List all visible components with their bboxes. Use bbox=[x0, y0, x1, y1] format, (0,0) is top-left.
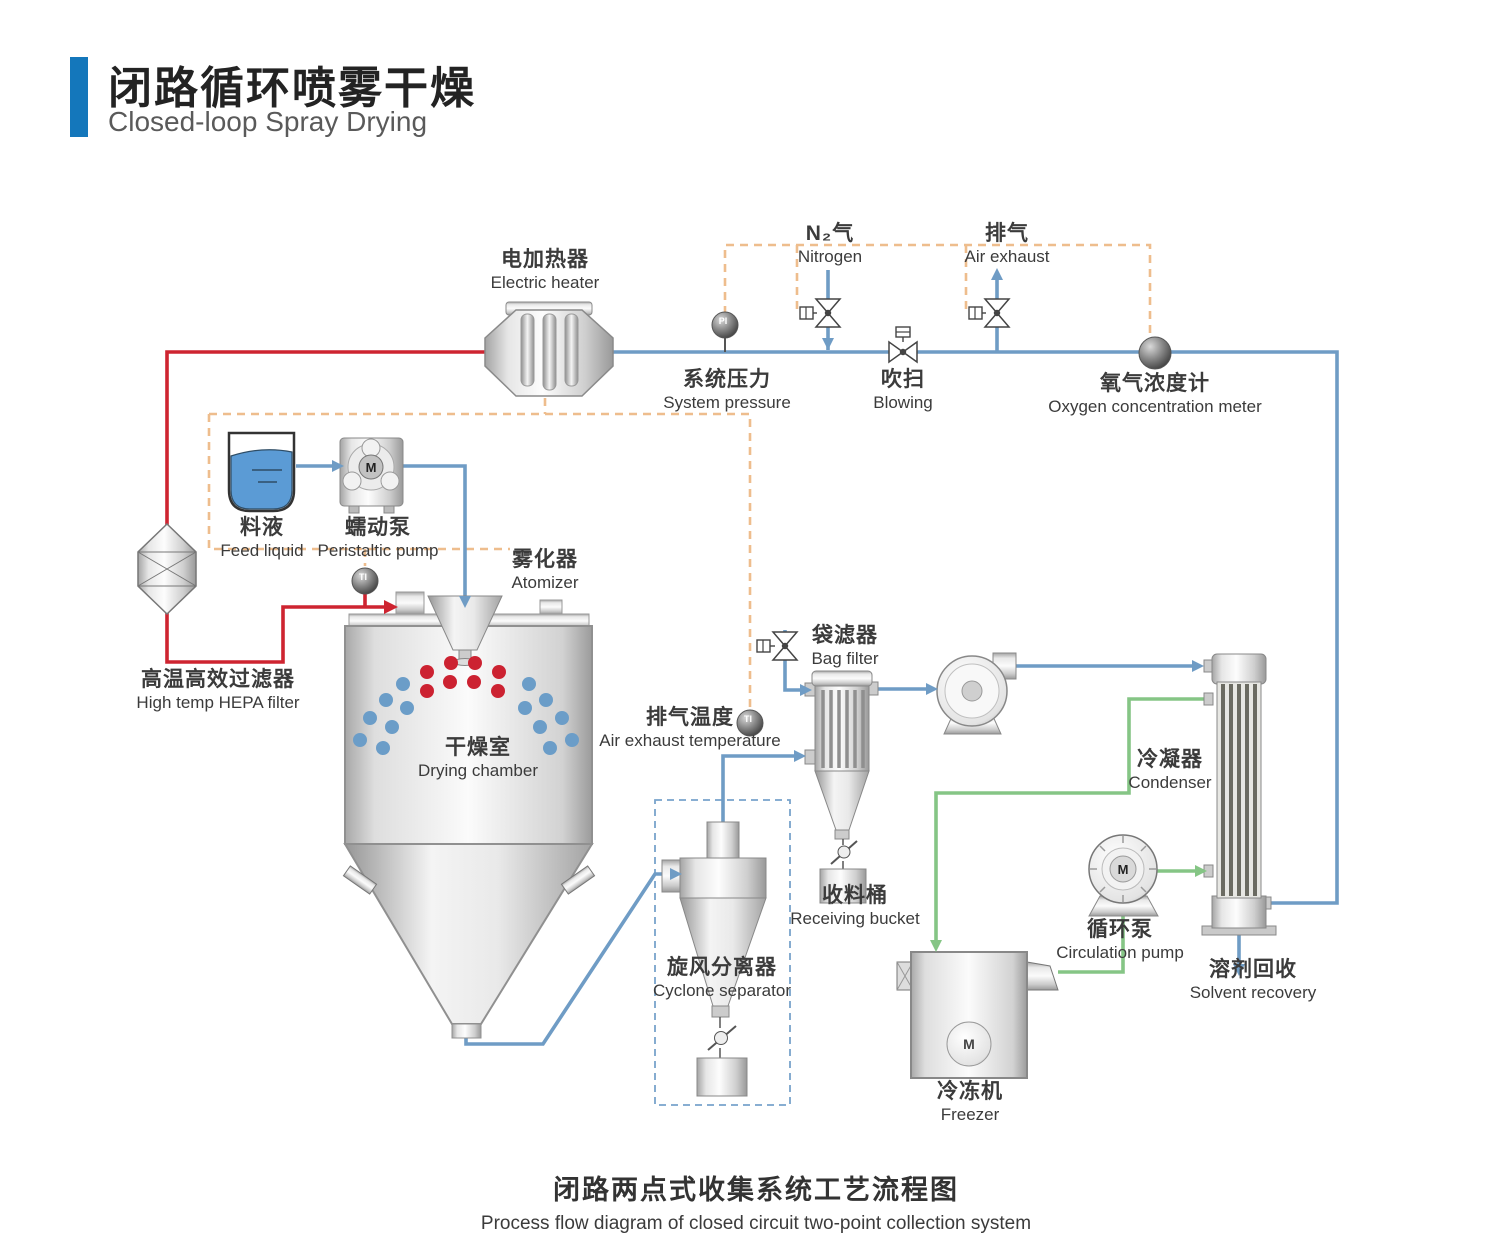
spray-droplets-red bbox=[420, 656, 506, 698]
nitrogen-valve bbox=[799, 298, 842, 328]
label-system-pressure: 系统压力 System pressure bbox=[663, 368, 791, 412]
label-feed-liquid: 料液 Feed liquid bbox=[220, 516, 304, 560]
pump-ring-ticks bbox=[1090, 836, 1156, 902]
title-accent-bar bbox=[70, 57, 88, 137]
receiving-bucket-shape bbox=[819, 868, 867, 904]
feed-liquid-beaker bbox=[227, 431, 296, 513]
condenser bbox=[1201, 653, 1277, 936]
ti-exhaust-label: TI bbox=[744, 714, 752, 724]
circulation-pump: M bbox=[1088, 834, 1159, 917]
condenser-tubes bbox=[1221, 684, 1257, 896]
label-solvent-recovery: 溶剂回收 Solvent recovery bbox=[1189, 958, 1317, 1002]
bag-filter bbox=[756, 631, 879, 904]
air-exhaust-valve bbox=[968, 298, 1011, 328]
blowing-valve bbox=[888, 326, 918, 364]
label-bag-filter: 袋滤器 Bag filter bbox=[811, 624, 879, 668]
flow-arrows bbox=[332, 268, 1245, 976]
label-cyclone-separator: 旋风分离器 Cyclone separator bbox=[653, 956, 791, 1000]
label-nitrogen: N₂气 Nitrogen bbox=[797, 222, 863, 266]
feed-temperature-sensor: TI bbox=[351, 567, 379, 595]
drying-chamber bbox=[342, 591, 596, 1039]
bag-filter-ribs bbox=[821, 690, 865, 768]
coolant-pipes-green bbox=[934, 697, 1208, 974]
air-exhaust-temperature-sensor: TI bbox=[736, 709, 764, 737]
freezer: M bbox=[896, 951, 1059, 1079]
instrument-signal-lines bbox=[207, 243, 1152, 710]
cyclone-collection-box bbox=[654, 799, 791, 1106]
page-title: 闭路循环喷雾干燥 bbox=[108, 64, 476, 113]
system-pressure-sensor: PI bbox=[711, 311, 739, 352]
ti-feed-label: TI bbox=[359, 572, 367, 582]
peristaltic-pump: M bbox=[339, 437, 404, 514]
label-electric-heater: 电加热器 Electric heater bbox=[490, 248, 600, 292]
label-atomizer: 雾化器 Atomizer bbox=[511, 548, 579, 592]
bag-filter-inlet-valve bbox=[756, 631, 799, 661]
label-condenser: 冷凝器 Condenser bbox=[1128, 748, 1212, 792]
spray-droplets-blue bbox=[353, 677, 579, 755]
circulation-pump-motor-label: M bbox=[1118, 862, 1129, 877]
page-subtitle: Closed-loop Spray Drying bbox=[108, 106, 428, 137]
cyclone-collection-bucket bbox=[696, 1057, 748, 1097]
pump-motor-label: M bbox=[366, 460, 377, 475]
fan bbox=[936, 652, 1017, 735]
label-hepa-filter: 高温高效过滤器 High temp HEPA filter bbox=[136, 668, 300, 712]
hepa-filter bbox=[137, 522, 197, 616]
label-air-exhaust-temperature: 排气温度 Air exhaust temperature bbox=[599, 706, 781, 750]
pi-label: PI bbox=[719, 316, 728, 326]
freezer-motor-label: M bbox=[963, 1036, 975, 1052]
label-peristaltic-pump: 蠕动泵 Peristaltic pump bbox=[317, 516, 439, 560]
oxygen-concentration-meter-sensor bbox=[1138, 336, 1172, 370]
label-drying-chamber: 干燥室 Drying chamber bbox=[418, 736, 538, 780]
electric-heater bbox=[484, 301, 614, 397]
cyclone-discharge-valve bbox=[707, 1017, 737, 1058]
label-freezer: 冷冻机 Freezer bbox=[937, 1080, 1003, 1124]
label-oxygen-meter: 氧气浓度计 Oxygen concentration meter bbox=[1048, 372, 1262, 416]
label-air-exhaust: 排气 Air exhaust bbox=[964, 222, 1050, 266]
bag-filter-discharge-valve bbox=[830, 839, 858, 869]
label-circulation-pump: 循环泵 Circulation pump bbox=[1056, 918, 1184, 962]
label-receiving-bucket: 收料桶 Receiving bucket bbox=[790, 884, 920, 928]
chamber-nozzle-left bbox=[342, 865, 378, 895]
chamber-nozzle-right bbox=[560, 865, 596, 895]
cyclone-separator bbox=[661, 821, 767, 1097]
diagram-caption: 闭路两点式收集系统工艺流程图 Process flow diagram of c… bbox=[480, 1175, 1032, 1234]
label-blowing: 吹扫 Blowing bbox=[873, 368, 933, 412]
